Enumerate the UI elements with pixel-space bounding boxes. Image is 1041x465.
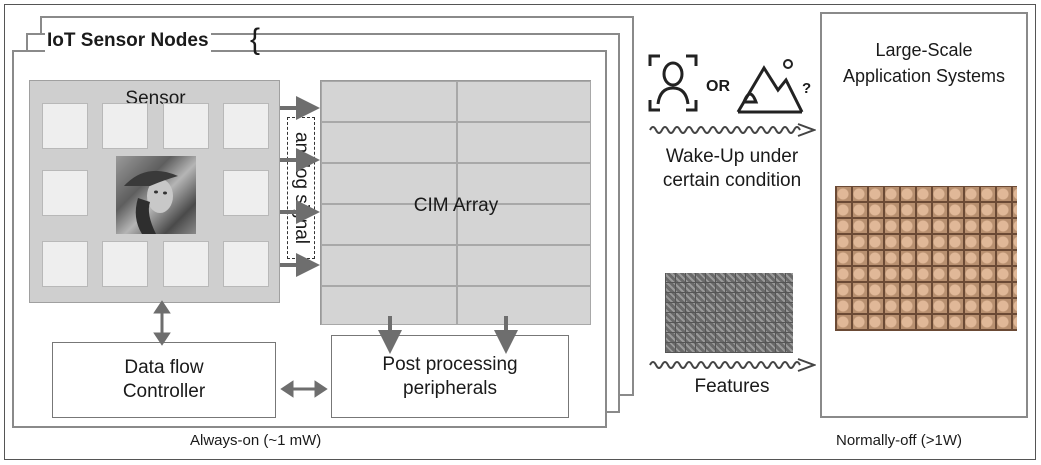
scenery-icon <box>736 56 806 116</box>
sensor-pixel <box>42 170 88 216</box>
face-grid-image <box>835 186 1017 331</box>
iot-title-brace: { <box>250 23 261 56</box>
always-on-label: Always-on (~1 mW) <box>190 432 322 449</box>
wakeup-line1: Wake-Up under <box>665 146 799 167</box>
iot-title: IoT Sensor Nodes <box>45 30 211 52</box>
normally-off-label: Normally-off (>1W) <box>836 432 962 449</box>
cim-cell <box>321 204 457 245</box>
cim-cell <box>321 81 457 122</box>
cim-cell <box>457 204 591 245</box>
sensor-pixel <box>223 241 269 287</box>
data-flow-line2: Controller <box>122 381 206 402</box>
cim-array-label: CIM Array <box>413 195 499 216</box>
wakeup-line2: certain condition <box>662 170 802 191</box>
cim-cell <box>457 122 591 163</box>
cim-cell <box>457 81 591 122</box>
figure-border <box>4 4 1036 460</box>
cim-cell <box>321 122 457 163</box>
wavy-arrow-icon <box>648 122 816 138</box>
features-label: Features <box>694 376 770 397</box>
question-mark: ? <box>802 80 812 97</box>
sensor-pixel <box>223 170 269 216</box>
sun-icon <box>783 59 793 69</box>
sensor-pixel <box>42 241 88 287</box>
cim-cell <box>321 163 457 204</box>
or-text: OR <box>706 78 730 95</box>
data-flow-controller: Data flow Controller <box>52 342 276 418</box>
sensor-pixel <box>223 103 269 149</box>
wavy-arrow-icon <box>648 357 816 373</box>
portrait-image <box>116 156 196 234</box>
sensor-pixel <box>163 103 209 149</box>
cim-cell <box>457 245 591 286</box>
cim-cell <box>321 245 457 286</box>
large-scale-line1: Large-Scale <box>875 40 973 60</box>
data-flow-line1: Data flow <box>124 357 204 378</box>
large-scale-line2: Application Systems <box>842 66 1006 86</box>
sensor-block: Sensor <box>29 80 280 303</box>
cim-cell <box>457 286 591 325</box>
sensor-pixel <box>102 103 148 149</box>
sensor-pixel <box>102 241 148 287</box>
sensor-pixel <box>42 103 88 149</box>
cim-cell <box>457 163 591 204</box>
post-processing-peripherals: Post processing peripherals <box>331 335 569 418</box>
sensor-pixel <box>163 241 209 287</box>
post-processing-line2: peripherals <box>403 377 497 399</box>
person-icon <box>646 52 700 114</box>
feature-map-image <box>665 273 793 353</box>
application-systems-box: Large-Scale Application Systems <box>820 12 1028 418</box>
cim-array: CIM Array <box>320 80 591 325</box>
post-processing-line1: Post processing <box>382 353 518 375</box>
